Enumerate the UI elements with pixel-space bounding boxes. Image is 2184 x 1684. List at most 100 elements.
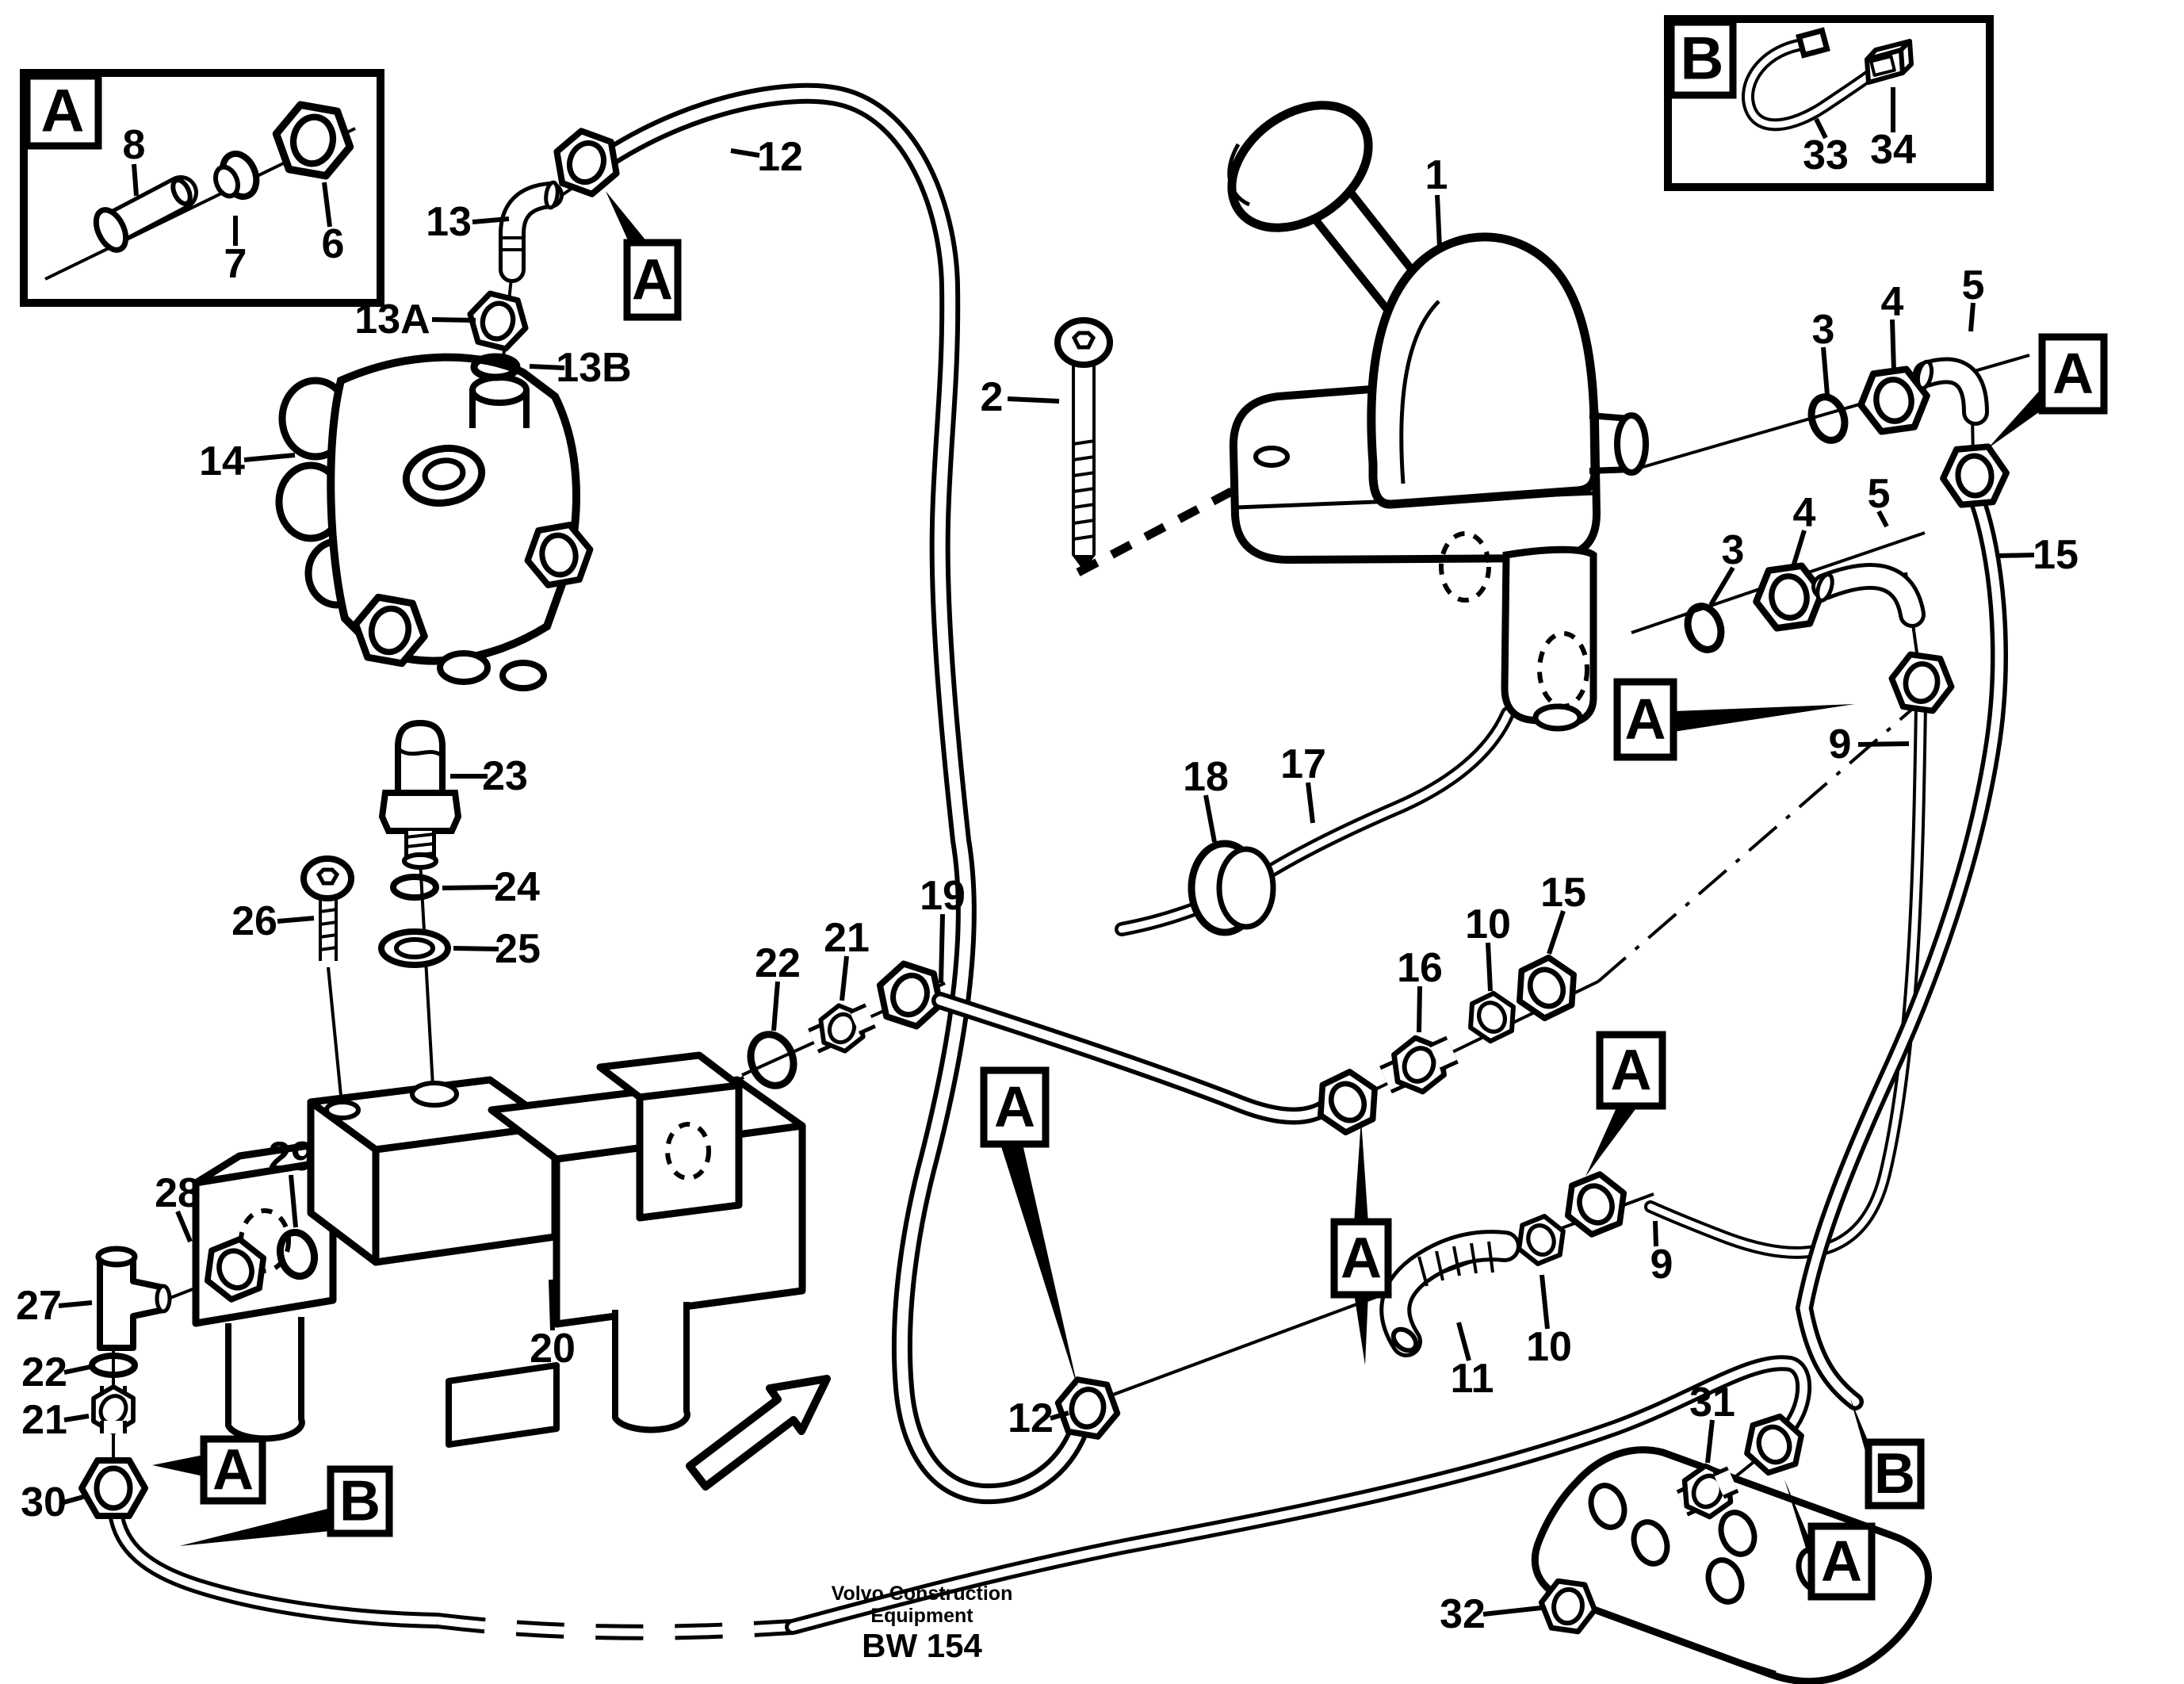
- part-number-text: 10: [1526, 1324, 1572, 1370]
- part-number-text: 28: [155, 1170, 201, 1216]
- part-label-15: 15: [1997, 532, 2079, 578]
- detail-box-B: B: [1664, 15, 1994, 191]
- callout-box: [1596, 1031, 1666, 1110]
- part-16-union: [1379, 1033, 1459, 1097]
- hose-12: [602, 82, 1088, 1505]
- part-number-text: 10: [1465, 901, 1511, 947]
- hose-15-nut: [1941, 446, 2009, 507]
- part-label-13B: 13B: [529, 345, 632, 391]
- leader-line: [771, 981, 780, 1031]
- part-number-text: 2: [981, 374, 1004, 420]
- leader-line: [132, 163, 139, 197]
- callout-A-2: A: [1987, 333, 2108, 449]
- part-number-text: 8: [123, 122, 146, 168]
- part-10-nut-lower: [1511, 1211, 1570, 1268]
- callout-letter: A: [2052, 343, 2094, 406]
- leader-line: [243, 453, 296, 462]
- valve-dome: [1367, 232, 1600, 509]
- part-number-text: 5: [1962, 262, 1985, 308]
- part-label-13: 13: [426, 199, 510, 245]
- part-label-34: 34: [1870, 87, 1916, 173]
- leader-line: [1821, 346, 1830, 396]
- part-label-32: 32: [1440, 1591, 1542, 1637]
- valve-port-block: [1501, 545, 1597, 728]
- leader-line: [277, 916, 315, 924]
- part-15-nut-mid: [1508, 951, 1585, 1024]
- part-number-text: 11: [1451, 1356, 1494, 1402]
- part-number-text: 34: [1870, 127, 1916, 173]
- part-number-text: 21: [824, 915, 870, 961]
- part-8-sleeve: [93, 175, 198, 253]
- part-label-24: 24: [442, 864, 540, 910]
- part-label-1: 1: [1425, 152, 1448, 248]
- part-number-text: 5: [1868, 471, 1891, 517]
- callout-letter: A: [632, 248, 673, 312]
- part-label-20: 20: [530, 1279, 576, 1372]
- mounting-bracket: [1531, 1446, 1932, 1684]
- leader-line: [1203, 794, 1217, 843]
- part-13-elbow-fitting: [499, 180, 564, 283]
- leader-line: [1708, 566, 1735, 607]
- part-number-text: 1: [1425, 152, 1448, 198]
- part-label-3: 3: [1708, 527, 1744, 607]
- part-number-text: 6: [322, 221, 345, 267]
- callout-A-7: A: [152, 1435, 266, 1505]
- part-label-26: 26: [231, 898, 315, 944]
- callout-A-10: A: [1784, 1479, 1876, 1601]
- part-23-plug: [378, 719, 462, 870]
- leader-line: [1790, 530, 1807, 570]
- part-label-5: 5: [1868, 471, 1891, 528]
- part-number-text: 19: [920, 873, 966, 919]
- callout-arrow: [1673, 704, 1855, 732]
- part-11-elbow-nipple: [1379, 1230, 1520, 1357]
- leader-line: [63, 1495, 84, 1505]
- callout-letter: A: [994, 1076, 1035, 1139]
- detail-box-letter-square: [1667, 18, 1737, 99]
- part-label-9: 9: [1650, 1220, 1673, 1288]
- part-number-text: 17: [1280, 741, 1326, 787]
- part-label-9: 9: [1829, 721, 1910, 767]
- leader-line: [1482, 1606, 1542, 1617]
- leader-line: [1876, 510, 1889, 528]
- part-1-control-valve: [1227, 101, 1649, 732]
- leader-line: [289, 1174, 298, 1228]
- part-label-17: 17: [1280, 741, 1326, 824]
- callout-arrow: [606, 191, 648, 249]
- part-label-25: 25: [453, 926, 541, 972]
- leader-line: [63, 1414, 90, 1422]
- part-3-o-ring-lower: [1684, 603, 1725, 653]
- part-number-text: 15: [2033, 532, 2079, 578]
- part-number-text: 7: [224, 241, 247, 287]
- callout-letter: B: [1874, 1442, 1915, 1506]
- hose-15: [1795, 487, 2008, 1410]
- callout-arrow: [1354, 1119, 1368, 1223]
- callout-A-6: A: [1330, 1119, 1392, 1365]
- tube-9-nut: [1888, 653, 1956, 713]
- part-label-12: 12: [730, 134, 803, 180]
- part-number-text: 25: [495, 926, 541, 972]
- leader-line: [1050, 1410, 1069, 1421]
- callout-A-4: A: [1585, 1031, 1666, 1177]
- leader-line: [549, 1279, 555, 1331]
- part-number-text: 9: [1650, 1242, 1673, 1288]
- leader-line: [1417, 986, 1422, 1033]
- detail-box-A: A: [20, 69, 384, 307]
- detail-box-frame: [20, 69, 384, 307]
- part-label-22: 22: [755, 940, 801, 1031]
- part-6-nut: [270, 101, 355, 179]
- part-13b-o-ring: [470, 353, 521, 381]
- direction-arrow: [686, 1375, 831, 1491]
- hoses-and-tubes: [108, 82, 2008, 1640]
- callout-arrow: [1585, 1106, 1638, 1177]
- part-label-15: 15: [1540, 870, 1586, 955]
- callout-A-5: A: [980, 1066, 1078, 1389]
- footer-brand-line1: Volvo Construction: [832, 1583, 1013, 1605]
- leader-line: [840, 955, 849, 1001]
- part-22-o-ring-mid: [747, 1031, 797, 1089]
- part-number-text: 33: [1803, 132, 1849, 178]
- part-26-screw: [300, 855, 354, 961]
- part-24-o-ring: [390, 874, 439, 901]
- leader-line: [1456, 1322, 1471, 1361]
- part-number-text: 12: [757, 134, 803, 180]
